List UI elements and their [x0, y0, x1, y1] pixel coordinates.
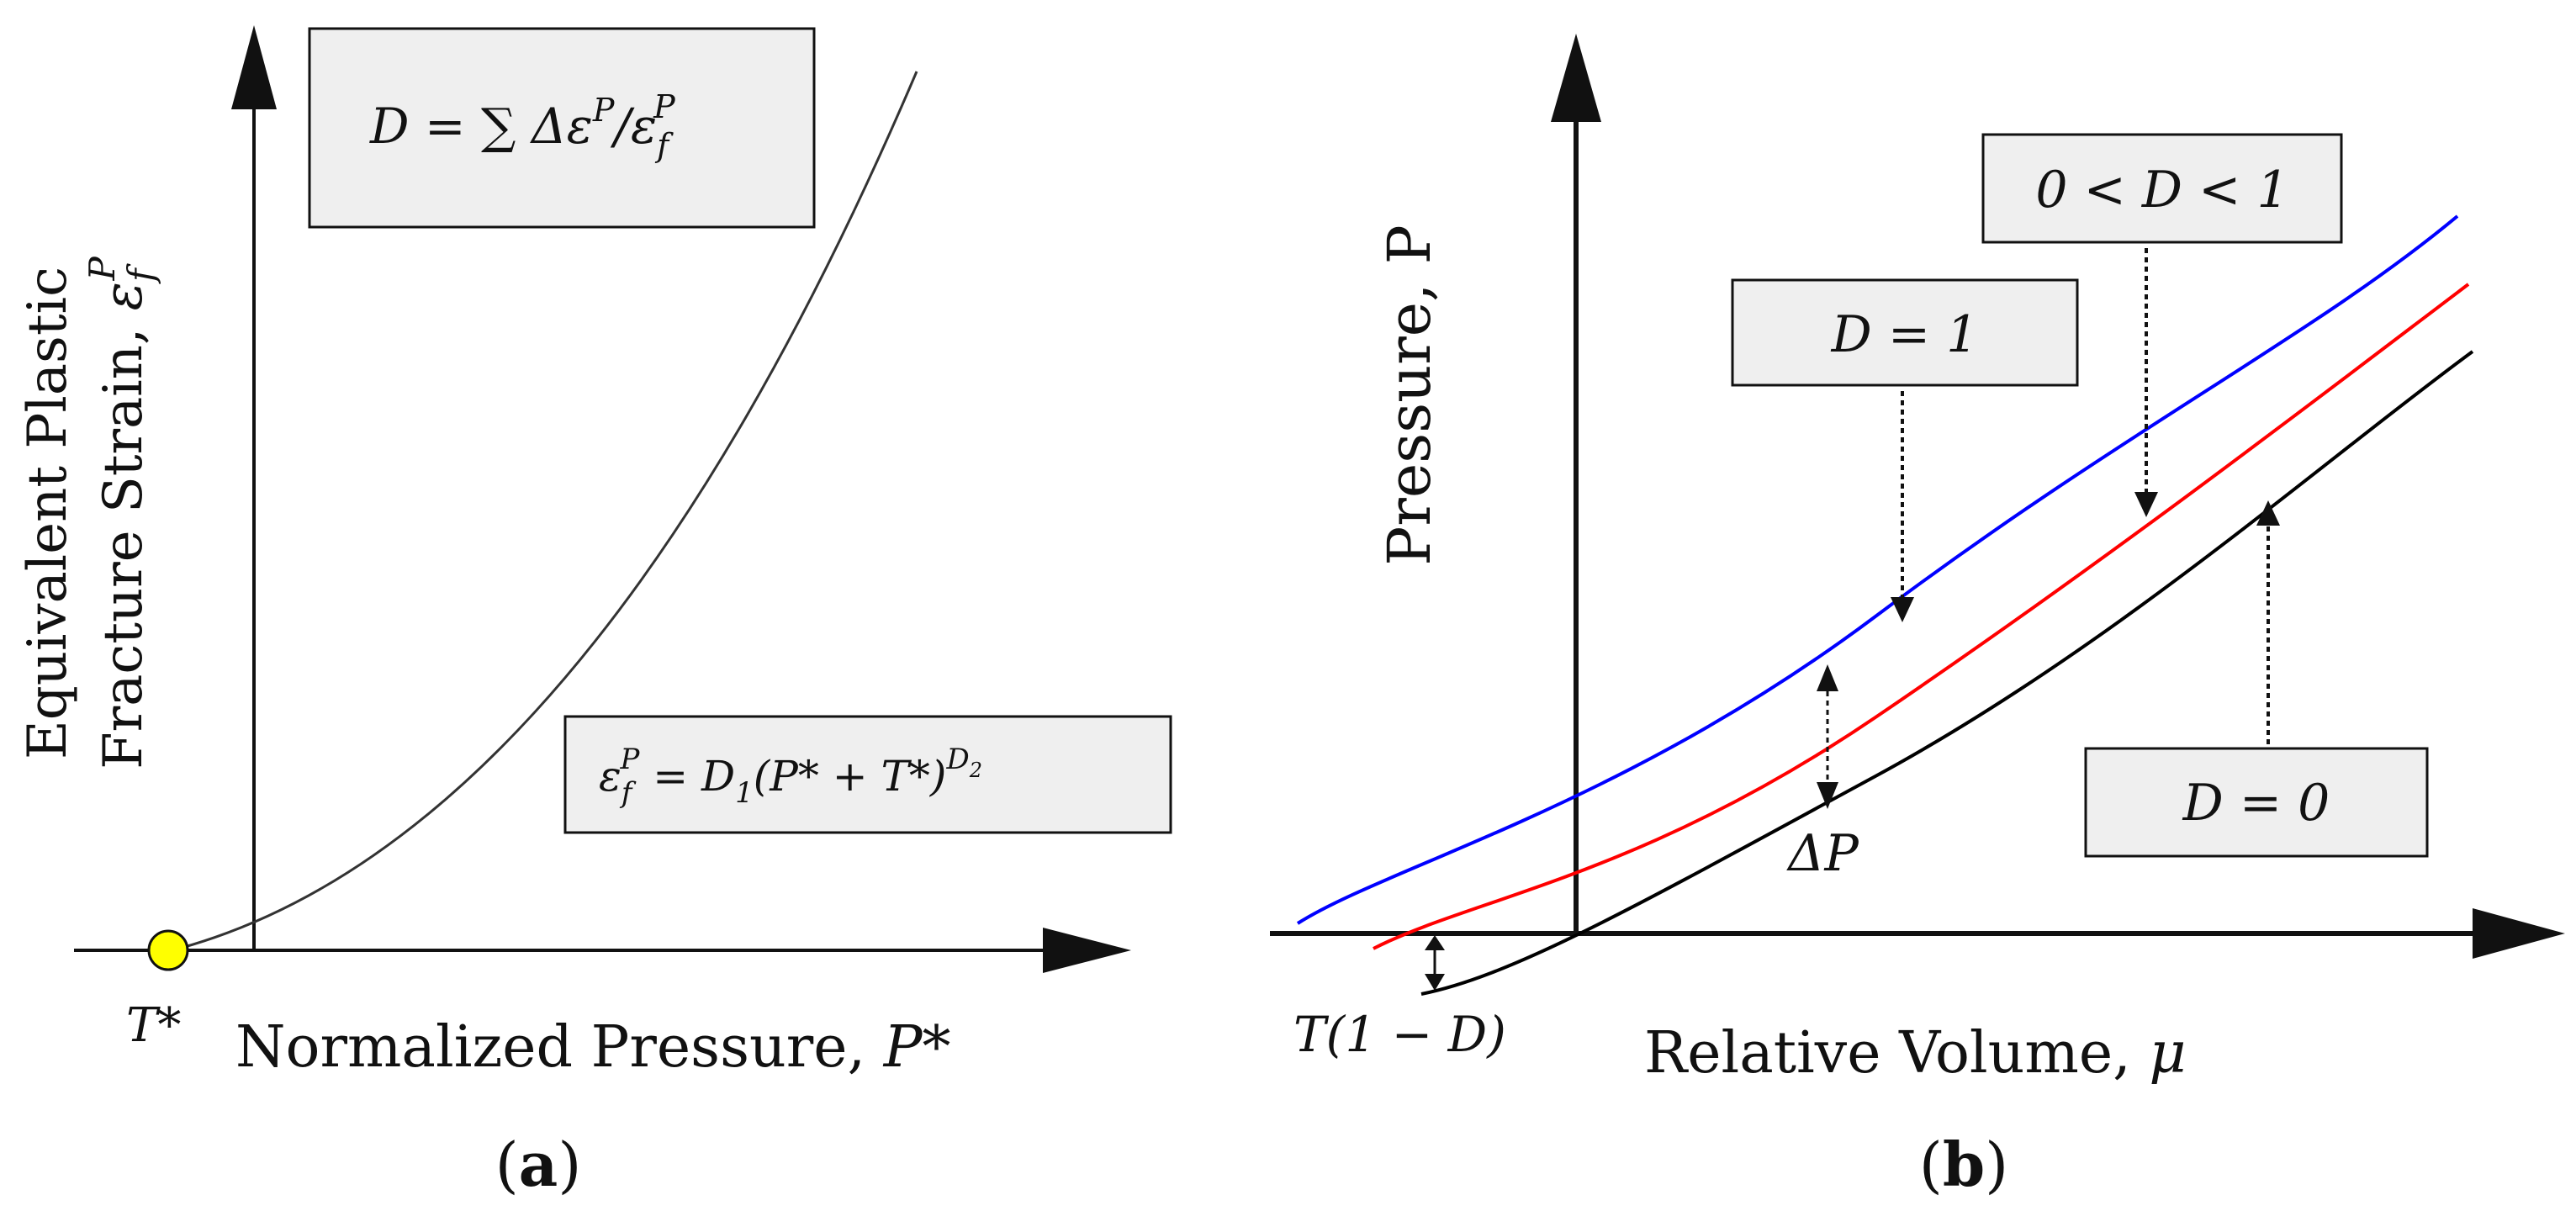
panel-a-caption-open: ( [495, 1129, 519, 1200]
curve-d1 [1296, 214, 2459, 925]
box-d0-rect [2084, 747, 2429, 858]
panel-a-caption-letter: a [519, 1129, 558, 1200]
svg-text:(b): (b) [1919, 1129, 2009, 1200]
delta-p-indicator: ΔP [1786, 664, 1859, 883]
box-dmid-rect [1981, 133, 2343, 244]
panel-b-caption-open: ( [1919, 1129, 1943, 1200]
box-dmid-label: 0 < D < 1 [2035, 161, 2288, 219]
panel-b-caption-letter: b [1943, 1129, 1985, 1200]
panel-a-y-label-line1: Equivalent Plastic [17, 267, 79, 759]
delta-p-label: ΔP [1786, 824, 1859, 883]
eq-damage-mid: /ε [610, 98, 657, 155]
panel-a-y-label-sup: P [82, 256, 123, 281]
panel-a-y-label-sub: f [120, 263, 161, 284]
panel-b-x-label: Relative Volume, [1644, 1020, 2149, 1087]
panel-a-strain-equation-box: εfP = D1(P* + T*)D2 [563, 715, 1172, 834]
panel-a-x-label-sym: P* [882, 1014, 951, 1081]
svg-text:Relative Volume, μ: Relative Volume, μ [1644, 1020, 2187, 1087]
arrow-dmid-head [2134, 492, 2158, 517]
eq-strain-sup: P [619, 743, 640, 776]
panel-b-y-arrowhead [1551, 34, 1601, 122]
svg-text:(a): (a) [495, 1129, 582, 1200]
curve-dmid [1373, 283, 2470, 950]
svg-text:εfP = D1(P* + T*)D2: εfP = D1(P* + T*)D2 [599, 743, 982, 810]
panel-b-x-label-sym: μ [2149, 1020, 2186, 1087]
eq-strain-lhs: ε [599, 752, 622, 801]
box-d0-group: D = 0 [2084, 500, 2429, 858]
eq-strain-rhs: = D [639, 752, 735, 801]
panel-a-damage-box-rect [308, 27, 816, 229]
panel-a-strain-box-rect [563, 715, 1172, 834]
eq-strain-paren: (P* + T*) [754, 752, 947, 801]
box-d1-group: D = 1 [1731, 278, 2079, 622]
eq-strain-d1sub: 1 [735, 776, 754, 810]
tension-indicator: T(1 − D) [1293, 935, 1506, 1063]
eq-damage-sup2: P [653, 88, 676, 125]
svg-text:Normalized Pressure, P*: Normalized Pressure, P* [235, 1014, 951, 1081]
arrow-d0-head [2256, 500, 2280, 526]
tension-head-up [1425, 935, 1445, 950]
panel-b-y-label: Pressure, P [1375, 225, 1444, 565]
box-d1-rect [1731, 278, 2079, 387]
panel-a-origin-point [147, 929, 189, 971]
panel-a-caption-close: ) [558, 1129, 581, 1200]
panel-a-y-arrowhead [231, 25, 277, 109]
tension-label: T(1 − D) [1293, 1006, 1506, 1063]
box-d1-label: D = 1 [1831, 305, 1979, 364]
panel-a-y-label-line2: Fracture Strain, [93, 310, 155, 769]
panel-a-x-arrowhead [1043, 928, 1131, 973]
panel-a-damage-equation-box: D = ∑ ΔεP/εfP [308, 27, 816, 229]
svg-text:D = ∑ ΔεP/εfP: D = ∑ ΔεP/εfP [369, 88, 676, 164]
curve-d0 [1420, 350, 2474, 996]
eq-damage-sup1: P [592, 92, 616, 129]
box-dmid-group: 0 < D < 1 [1981, 133, 2343, 517]
panel-b: D = 1 0 < D < 1 D = 0 ΔP [1270, 34, 2565, 1200]
panel-a-fracture-curve [172, 71, 918, 952]
delta-p-head-up [1817, 664, 1838, 691]
arrow-d1-head [1891, 597, 1914, 622]
panel-a-origin-label: T* [126, 998, 181, 1053]
delta-p-head-down [1817, 782, 1838, 809]
panel-a: D = ∑ ΔεP/εfP εfP = D1(P* + T*)D2 Equiva… [17, 25, 1172, 1200]
panel-b-x-arrowhead [2473, 908, 2565, 959]
eq-strain-exp: D [945, 743, 969, 776]
eq-strain-exp-sub: 2 [969, 759, 982, 782]
box-d0-label: D = 0 [2182, 774, 2330, 833]
eq-damage-main: D = ∑ Δε [369, 98, 593, 155]
panel-a-y-label-sym: ε [93, 282, 155, 310]
tension-head-down [1425, 974, 1445, 991]
panel-b-caption-close: ) [1985, 1129, 2008, 1200]
svg-text:Fracture Strain, εfP: Fracture Strain, εfP [82, 256, 161, 769]
panel-a-x-label: Normalized Pressure, [235, 1014, 884, 1081]
